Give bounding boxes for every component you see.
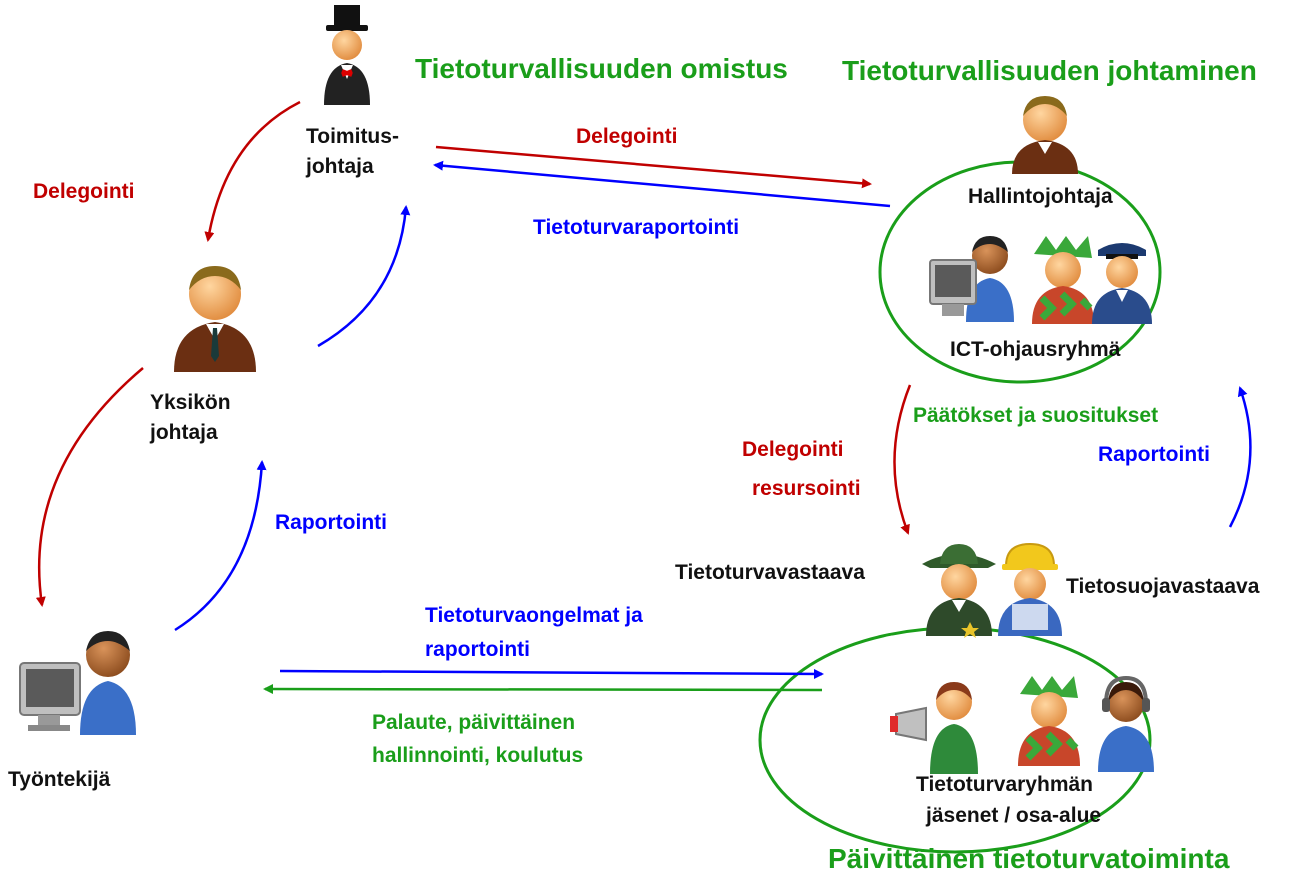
ict-group-label: ICT-ohjausryhmä	[950, 338, 1121, 361]
manager-icon	[174, 266, 256, 372]
reporting-left-label: Raportointi	[275, 511, 387, 534]
reporting-right-label: Raportointi	[1098, 443, 1210, 466]
privacy-officer-label: Tietosuojavastaava	[1066, 575, 1260, 598]
decisions-label: Päätökset ja suositukset	[913, 404, 1159, 427]
admin-director-label: Hallintojohtaja	[968, 185, 1113, 208]
feedback-label-line2: hallinnointi, koulutus	[372, 744, 584, 767]
director-icon	[1012, 96, 1078, 174]
arrow-unit-to-ceo	[317, 205, 411, 348]
unit-manager-label-line1: Yksikön	[150, 391, 231, 414]
megaphone-person-icon	[890, 682, 978, 774]
delegation-left-label: Delegointi	[33, 180, 135, 203]
delegation-resourcing-line1: Delegointi	[742, 438, 844, 461]
employee-label: Työntekijä	[8, 768, 111, 791]
arrow-ceo-to-unit	[204, 100, 301, 242]
jester-icon	[1018, 676, 1080, 766]
computer-user-icon	[929, 236, 1014, 322]
security-officer-label: Tietoturvavastaava	[675, 561, 865, 584]
arrow-employee-to-unit	[174, 460, 267, 632]
problems-label-line2: raportointi	[425, 638, 530, 661]
team-label-line1: Tietoturvaryhmän	[916, 773, 1093, 796]
arrow-employee-to-team	[279, 668, 824, 679]
security-reporting-label: Tietoturvaraportointi	[533, 216, 740, 239]
daily-operations-title: Päivittäinen tietoturvatoiminta	[828, 843, 1230, 874]
delegation-resourcing-line2: resursointi	[752, 477, 861, 500]
arrow-director-to-ceo	[433, 160, 891, 208]
headset-operator-icon	[1098, 675, 1154, 772]
feedback-label-line1: Palaute, päivittäinen	[372, 711, 576, 734]
employee-computer-icon	[19, 631, 136, 735]
ownership-title: Tietoturvallisuuden omistus	[415, 53, 788, 84]
team-label-line2: jäsenet / osa-alue	[926, 804, 1102, 827]
unit-manager-label-line2: johtaja	[150, 421, 218, 444]
ranger-icon	[922, 544, 996, 638]
arrow-ceo-to-director	[435, 145, 872, 189]
arrow-team-to-employee	[263, 684, 823, 695]
arrow-management-to-officer	[893, 384, 912, 535]
arrow-unit-to-employee	[35, 367, 144, 607]
management-title: Tietoturvallisuuden johtaminen	[842, 55, 1257, 86]
problems-label-line1: Tietoturvaongelmat ja	[425, 604, 643, 627]
ceo-label-line1: Toimitus-	[306, 125, 399, 148]
top-hat-executive-icon	[324, 5, 370, 105]
jester-icon	[1032, 236, 1094, 324]
ceo-label-line2: johtaja	[306, 155, 374, 178]
arrow-officer-to-management	[1228, 386, 1252, 528]
delegation-top-label: Delegointi	[576, 125, 678, 148]
construction-worker-icon	[998, 542, 1062, 636]
pilot-icon	[1092, 243, 1152, 324]
